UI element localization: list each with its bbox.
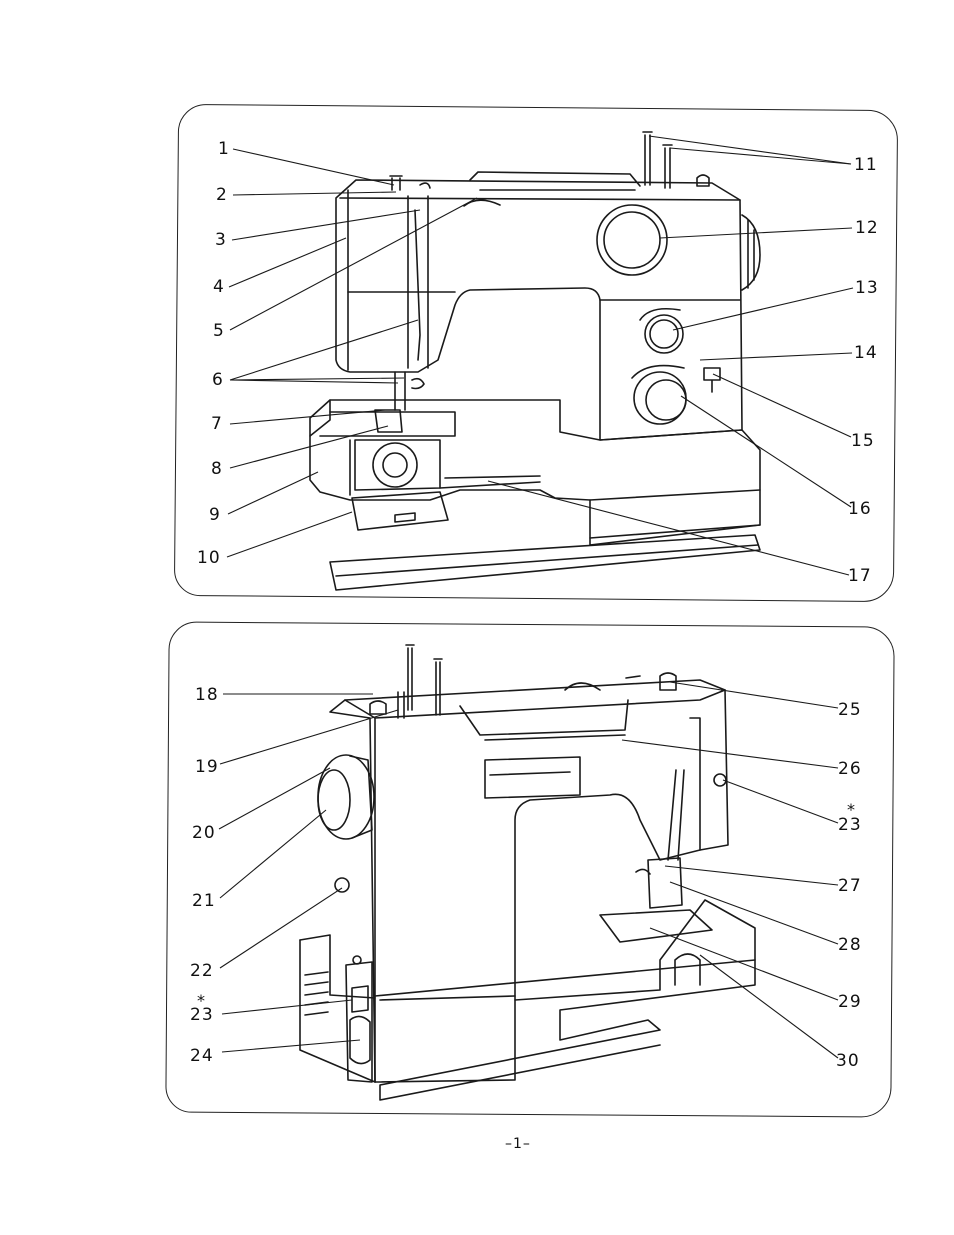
leader-lines	[219, 136, 853, 1058]
callout-22: 22	[190, 962, 214, 980]
callout-23-left: 23	[190, 1006, 214, 1024]
callout-13: 13	[855, 279, 879, 297]
callout-27: 27	[838, 877, 862, 895]
callout-12: 12	[855, 219, 879, 237]
callout-17: 17	[848, 567, 872, 585]
machine-rear-view	[300, 645, 755, 1100]
callout-26: 26	[838, 760, 862, 778]
callout-20: 20	[192, 824, 216, 842]
callout-2: 2	[216, 186, 228, 204]
callout-15: 15	[851, 432, 875, 450]
callout-3: 3	[215, 231, 227, 249]
callout-8: 8	[211, 460, 223, 478]
callout-30: 30	[836, 1052, 860, 1070]
callout-16: 16	[848, 500, 872, 518]
callout-29: 29	[838, 993, 862, 1011]
callout-28: 28	[838, 936, 862, 954]
callout-24: 24	[190, 1047, 214, 1065]
callout-9: 9	[209, 506, 221, 524]
callout-25: 25	[838, 701, 862, 719]
callout-4: 4	[213, 278, 225, 296]
callout-7: 7	[211, 415, 223, 433]
callout-21: 21	[192, 892, 216, 910]
callout-18: 18	[195, 686, 219, 704]
callout-6: 6	[212, 371, 224, 389]
page-number: –1–	[505, 1136, 531, 1152]
callout-14: 14	[854, 344, 878, 362]
machine-front-view	[310, 132, 760, 590]
callout-1: 1	[218, 140, 230, 158]
callout-10: 10	[197, 549, 221, 567]
callout-11: 11	[854, 156, 878, 174]
callout-5: 5	[213, 322, 225, 340]
callout-23-right: 23	[838, 816, 862, 834]
callout-19: 19	[195, 758, 219, 776]
